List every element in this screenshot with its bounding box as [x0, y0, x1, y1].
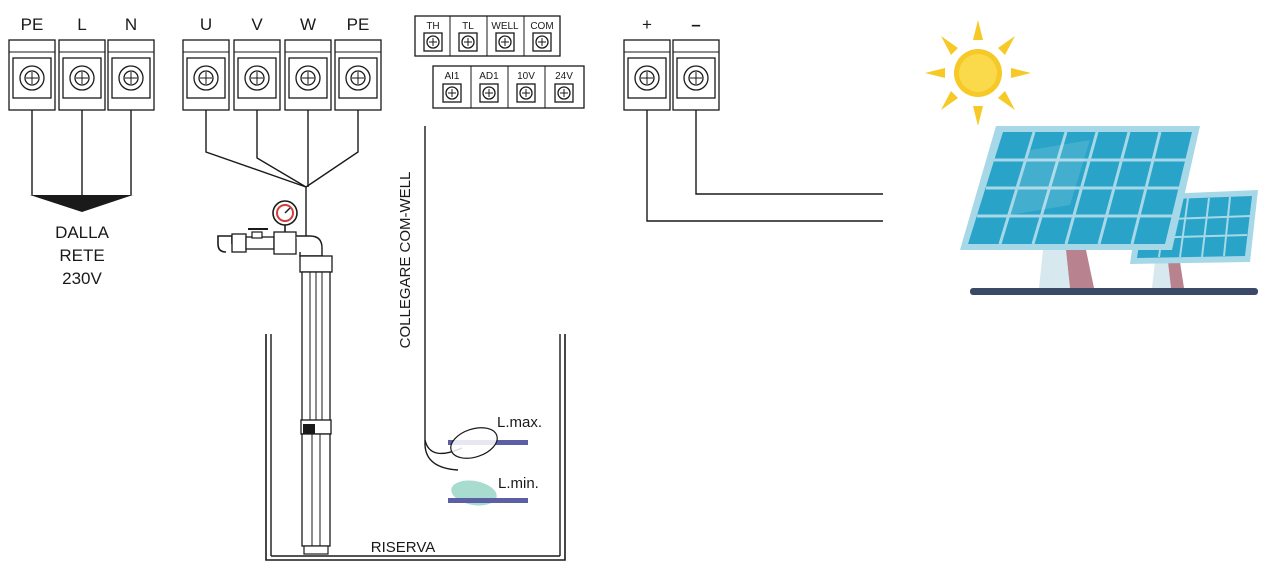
mains-label: DALLA RETE 230V — [55, 223, 110, 288]
control-terminal-24v: 24V — [554, 71, 574, 103]
pressure-gauge-icon — [272, 200, 298, 226]
control-terminal-10v: 10V — [516, 66, 546, 108]
control-terminal-label: 24V — [555, 71, 573, 82]
control-terminal-tl: TL — [458, 16, 488, 56]
level-max-label: L.max. — [497, 414, 542, 431]
submersible-pump-icon — [217, 200, 333, 555]
terminal-v: V — [233, 15, 281, 111]
terminal-label: U — [200, 15, 212, 34]
control-terminal-label: COM — [530, 21, 553, 32]
terminal-label: – — [691, 15, 700, 34]
terminal-pe-motor: PE — [334, 15, 382, 111]
control-terminal-label: AD1 — [479, 71, 499, 82]
terminal-label: N — [125, 15, 137, 34]
sun-icon — [925, 20, 1031, 126]
terminal-l-mains: L — [58, 15, 106, 111]
mains-arrow-icon — [30, 195, 133, 212]
motor-terminal-block: U V W — [182, 15, 382, 111]
level-min-label: L.min. — [498, 475, 539, 492]
control-terminal-ai1: AI1 — [442, 66, 472, 108]
reserve-label: RISERVA — [371, 539, 435, 556]
float-switch-min: L.min. — [448, 475, 539, 506]
mains-label-line: DALLA — [55, 223, 110, 242]
solar-panel-icon — [960, 126, 1258, 295]
terminal-dc-plus: + — [623, 15, 671, 111]
float-switch-max: L.max. — [448, 414, 542, 459]
terminal-label: PE — [347, 15, 370, 34]
terminal-pe-mains: PE — [8, 15, 56, 111]
control-terminal-ad1: AD1 — [479, 66, 509, 108]
com-well-label: COLLEGARE COM-WELL — [397, 172, 414, 349]
control-terminal-label: TH — [426, 21, 439, 32]
terminal-w: W — [284, 15, 332, 111]
control-terminal-label: AI1 — [444, 71, 459, 82]
control-terminal-com: COM — [530, 21, 554, 52]
mains-wires — [30, 110, 133, 212]
control-terminal-th: TH — [423, 16, 451, 56]
terminal-label: V — [251, 15, 263, 34]
reserve-tank: RISERVA — [265, 334, 566, 561]
control-terminal-block: TH TL WELL COM AI1 — [414, 15, 585, 109]
control-terminal-label: 10V — [517, 71, 535, 82]
level-sensor-wiring: COLLEGARE COM-WELL — [397, 126, 463, 471]
mains-label-line: 230V — [62, 269, 102, 288]
terminal-label: L — [77, 15, 86, 34]
terminal-dc-minus: – — [672, 15, 720, 111]
terminal-u: U — [182, 15, 230, 111]
dc-terminal-block: + – — [623, 15, 720, 111]
mains-terminal-block: PE L N — [8, 15, 155, 111]
control-terminal-label: TL — [462, 21, 474, 32]
control-terminal-well: WELL — [491, 16, 525, 56]
mains-label-line: RETE — [59, 246, 104, 265]
terminal-label: W — [300, 15, 316, 34]
terminal-label: PE — [21, 15, 44, 34]
terminal-n-mains: N — [107, 15, 155, 111]
control-terminal-label: WELL — [491, 21, 519, 32]
terminal-label: + — [642, 15, 652, 34]
dc-wires — [646, 110, 883, 222]
